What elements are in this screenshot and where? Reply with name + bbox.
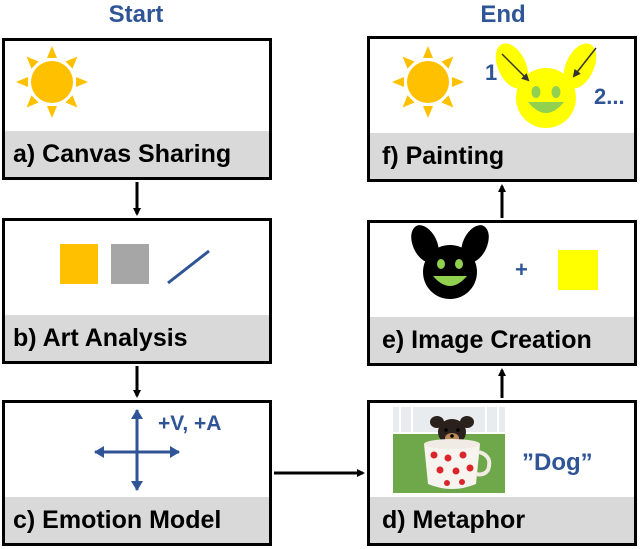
dog-face-icon xyxy=(411,225,489,299)
plus-sign: + xyxy=(515,257,528,282)
step-e-label: e) Image Creation xyxy=(370,317,634,363)
step-c-label: c) Emotion Model xyxy=(5,497,269,543)
step-a-label: a) Canvas Sharing xyxy=(5,131,269,177)
step-b-label: b) Art Analysis xyxy=(5,315,269,361)
stroke-order-1: 1 xyxy=(485,60,497,85)
orange-swatch xyxy=(60,244,98,284)
step-e-image-creation: e) Image Creation xyxy=(367,220,637,366)
painted-sun-icon xyxy=(392,46,464,118)
step-d-label: d) Metaphor xyxy=(370,497,634,543)
painted-dog-face-icon xyxy=(495,43,597,128)
end-header: End xyxy=(480,1,526,28)
dog-photo xyxy=(393,407,505,493)
step-b-art-analysis: b) Art Analysis xyxy=(2,218,272,364)
start-header: Start xyxy=(108,1,164,28)
metaphor-word-label: ”Dog” xyxy=(522,449,593,476)
valence-arousal-label: +V, +A xyxy=(158,412,221,435)
gray-swatch xyxy=(111,244,149,284)
valence-arousal-axes-icon xyxy=(94,409,180,491)
yellow-swatch xyxy=(558,250,598,290)
step-f-label: f) Painting xyxy=(370,133,634,179)
stroke-line-icon xyxy=(167,249,210,285)
stroke-order-2: 2... xyxy=(594,84,625,109)
sun-icon xyxy=(16,46,88,118)
